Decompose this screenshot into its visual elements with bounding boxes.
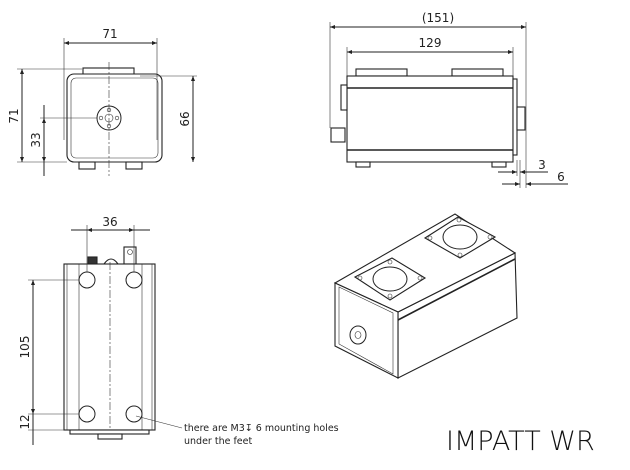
center-height-dim: 33 <box>29 132 43 147</box>
body-height-dim: 66 <box>178 111 192 126</box>
overall-length-dim: (151) <box>422 11 454 25</box>
knob-dim: 6 <box>557 170 565 184</box>
isometric-view <box>333 213 518 379</box>
mounting-note-line2: under the feet <box>184 436 252 447</box>
bottom-view: 36 105 12 there are M3↧ 6 mounting holes… <box>18 215 339 447</box>
drawing-title: IMPATT WR <box>446 426 595 457</box>
body-length-dim: 129 <box>419 36 442 50</box>
front-height-dim: 71 <box>7 108 21 123</box>
hole-spacing-length-dim: 105 <box>18 336 32 359</box>
hole-offset-dim: 12 <box>18 414 32 429</box>
mounting-note-line1: there are M3↧ 6 mounting holes <box>184 423 339 434</box>
side-view: (151) 129 3 6 <box>329 11 568 188</box>
hole-spacing-width-dim: 36 <box>102 215 117 229</box>
front-view: 71 71 33 66 <box>7 27 197 176</box>
flange-dim: 3 <box>538 158 546 172</box>
front-width-dim: 71 <box>102 27 117 41</box>
